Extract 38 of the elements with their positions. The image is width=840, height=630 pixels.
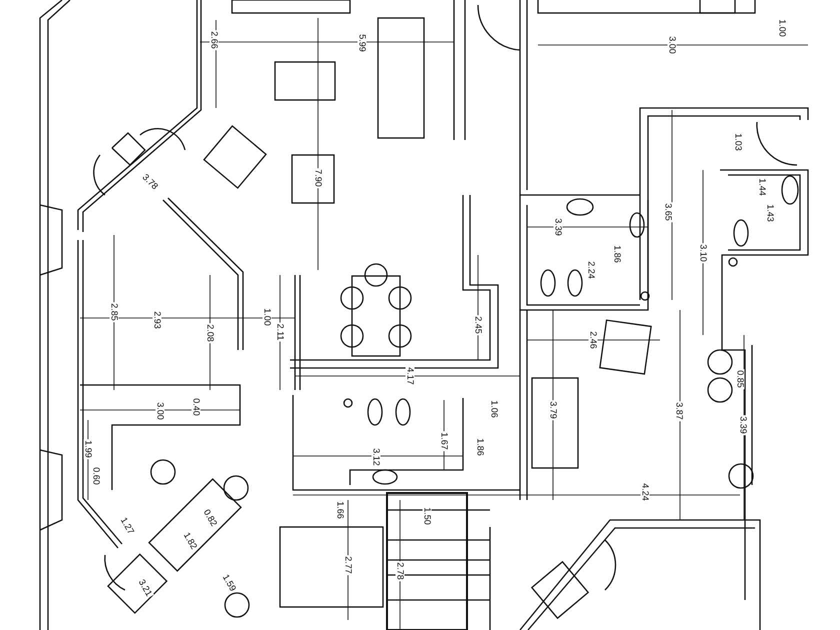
dimension-label: 3.10 [698, 243, 708, 263]
dimension-label: 3.00 [156, 401, 164, 421]
dimension-label: 3.12 [372, 447, 380, 467]
dimension-label: 2.46 [588, 330, 598, 350]
dimension-label: 1.86 [476, 437, 484, 457]
dimension-label: 0.85 [736, 369, 744, 389]
dimension-label: 2.78 [396, 561, 404, 581]
dimension-label: 1.00 [262, 307, 272, 327]
dimension-label: 3.00 [668, 35, 676, 55]
dimension-label: 2.11 [276, 322, 284, 342]
dimension-label: 3.87 [674, 401, 684, 421]
dimension-label: 1.06 [490, 399, 498, 419]
dimension-label: 2.66 [210, 30, 218, 50]
dimension-label: 0.60 [92, 466, 100, 486]
dimension-label: 1.99 [84, 439, 92, 459]
dimension-label: 2.85 [110, 302, 118, 322]
dimension-label: 1.00 [778, 18, 786, 38]
dimension-label: 3.79 [548, 400, 558, 420]
dimension-label: 2.08 [206, 323, 214, 343]
dimension-label: 1.50 [422, 506, 432, 526]
dimension-label: 4.24 [640, 482, 650, 502]
dimension-label: 3.65 [664, 202, 672, 222]
dimension-label: 1.44 [758, 177, 766, 197]
dimension-label: 2.24 [586, 260, 596, 280]
dimension-label: 3.39 [738, 415, 748, 435]
dimension-label: 5.99 [358, 33, 366, 53]
dimension-label: 0.40 [192, 397, 200, 417]
dimension-label: 1.43 [766, 203, 774, 223]
dimension-label: 4.17 [406, 366, 414, 386]
dimension-label: 1.86 [612, 244, 622, 264]
dimension-label: 2.93 [152, 310, 162, 330]
dimension-label: 1.66 [336, 500, 344, 520]
dimension-label: 1.03 [734, 132, 742, 152]
dimension-label: 3.39 [554, 217, 562, 237]
dimension-label: 1.67 [440, 431, 448, 451]
dimension-label: 7.90 [314, 168, 322, 188]
dimension-label: 2.77 [344, 555, 352, 575]
dimension-label: 2.45 [474, 315, 482, 335]
